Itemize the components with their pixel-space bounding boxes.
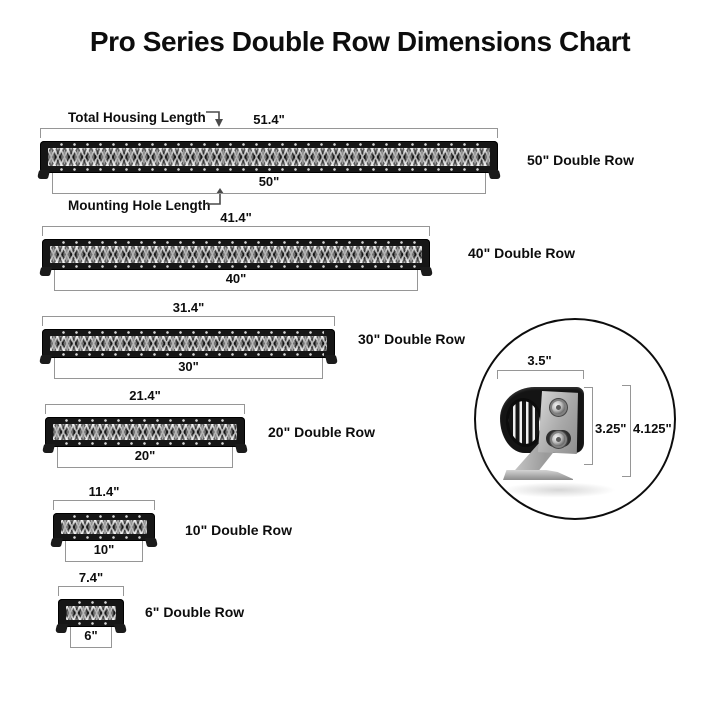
bar-name-label-40: 40" Double Row <box>468 245 575 261</box>
mount-foot-right <box>324 355 339 364</box>
mount-foot-right <box>487 170 502 179</box>
bar-name-label-10: 10" Double Row <box>185 522 292 538</box>
screw-top-icon <box>552 401 565 414</box>
body-height-dim-bracket <box>584 387 593 465</box>
mounting-dim-bracket-6: 6" <box>70 627 112 648</box>
mounting-hole-arrow-icon <box>207 188 224 205</box>
housing-dim-bracket-20 <box>45 404 245 414</box>
bar-block-50: 51.4" 50" <box>36 112 502 194</box>
mounting-length-dim-40: 40" <box>225 271 247 286</box>
mounting-length-dim-30: 30" <box>178 359 199 374</box>
housing-dim-bracket-6 <box>58 586 124 596</box>
mount-foot-right <box>419 267 434 276</box>
width-dim-label: 3.5" <box>527 353 552 368</box>
total-housing-length-label: Total Housing Length <box>68 110 206 125</box>
mounting-dim-bracket-10: 10" <box>65 541 143 562</box>
rivet-row-top <box>53 329 324 336</box>
mount-foot-right <box>144 538 159 547</box>
mount-foot-right <box>234 444 249 453</box>
housing-dim-bracket-30 <box>42 316 335 326</box>
side-view-shadow <box>500 482 618 498</box>
total-housing-arrow-icon <box>206 111 223 127</box>
rivet-row-top <box>53 239 419 246</box>
rivet-row-top <box>69 599 113 606</box>
body-height-dim-label: 3.25" <box>595 421 627 436</box>
lightbar-housing-50 <box>36 141 502 179</box>
mount-foot-left <box>49 538 64 547</box>
housing-dim-bracket-50 <box>40 128 498 138</box>
mount-foot-left <box>36 170 51 179</box>
lightbar-housing-10 <box>49 513 159 547</box>
mount-foot-left <box>41 444 56 453</box>
bar-name-label-6: 6" Double Row <box>145 604 245 620</box>
total-height-dim-label: 4.125" <box>633 421 672 436</box>
mounting-length-dim-6: 6" <box>84 628 98 643</box>
rivet-row-bottom <box>53 263 419 270</box>
mounting-length-dim-50: 50" <box>258 174 280 189</box>
lightbar-housing-6 <box>54 599 128 633</box>
screw-bottom-icon <box>552 433 565 446</box>
bar-name-label-20: 20" Double Row <box>268 424 375 440</box>
led-lens-6 <box>66 606 116 620</box>
mounting-dim-bracket-20: 20" <box>57 447 233 468</box>
led-lens-30 <box>50 336 327 351</box>
led-lens-50 <box>48 148 490 166</box>
housing-length-dim-6: 7.4" <box>78 570 104 585</box>
total-height-dim-bracket <box>622 385 631 477</box>
housing-length-dim-50: 51.4" <box>253 112 285 127</box>
led-lens-20 <box>53 424 237 440</box>
mount-bracket-base <box>503 470 573 480</box>
housing-length-dim-20: 21.4" <box>129 388 161 403</box>
housing-dim-bracket-10 <box>53 500 155 510</box>
rivet-row-bottom <box>53 351 324 358</box>
rivet-row-top <box>51 141 487 148</box>
mounting-dim-bracket-30: 30" <box>54 358 323 379</box>
rivet-row-top <box>64 513 144 520</box>
bar-name-label-30: 30" Double Row <box>358 331 465 347</box>
mounting-dim-bracket-40: 40" <box>54 270 418 291</box>
lightbar-housing-30 <box>38 329 339 364</box>
rivet-row-bottom <box>56 440 234 447</box>
bar-block-30: 31.4" 30" <box>38 300 339 379</box>
mounting-hole-length-label: Mounting Hole Length <box>68 198 211 213</box>
bar-name-label-50: 50" Double Row <box>527 152 634 168</box>
housing-length-dim-40: 41.4" <box>220 210 252 225</box>
mounting-length-dim-20: 20" <box>134 448 156 463</box>
rivet-row-bottom <box>64 534 144 541</box>
width-dim-bracket <box>497 370 584 379</box>
led-lens-10 <box>61 520 147 534</box>
bar-block-40: 41.4" 40" <box>38 210 434 291</box>
bar-block-10: 11.4" 10" <box>49 484 159 562</box>
lightbar-housing-40 <box>38 239 434 276</box>
lightbar-housing-20 <box>41 417 249 453</box>
mounting-dim-bracket-50: 50" <box>52 173 486 194</box>
mounting-length-dim-10: 10" <box>93 542 115 557</box>
mount-foot-right <box>113 624 128 633</box>
bar-block-6: 7.4" 6" <box>54 570 128 648</box>
led-lens-40 <box>50 246 422 263</box>
rivet-row-top <box>56 417 234 424</box>
page-title: Pro Series Double Row Dimensions Chart <box>89 26 631 57</box>
mount-foot-left <box>38 267 53 276</box>
housing-length-dim-10: 11.4" <box>88 484 120 499</box>
rivet-row-bottom <box>69 620 113 627</box>
housing-length-dim-30: 31.4" <box>172 300 205 315</box>
bar-block-20: 21.4" 20" <box>41 388 249 468</box>
housing-dim-bracket-40 <box>42 226 430 236</box>
mount-foot-left <box>38 355 53 364</box>
rivet-row-bottom <box>51 166 487 173</box>
mount-foot-left <box>54 624 69 633</box>
